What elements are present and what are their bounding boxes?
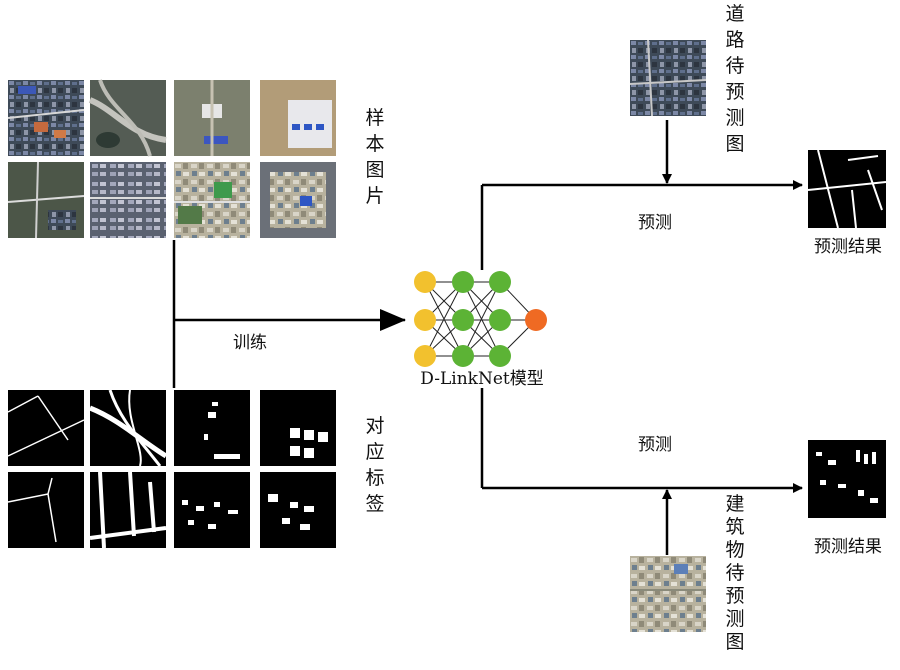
svg-text:建: 建 xyxy=(725,493,744,515)
building-test-image xyxy=(630,556,706,632)
svg-text:标: 标 xyxy=(365,467,384,489)
training-connector xyxy=(172,240,406,388)
svg-text:图: 图 xyxy=(725,133,744,155)
label-image xyxy=(260,472,336,548)
svg-text:预: 预 xyxy=(725,585,744,607)
label-images-label: 对 应 标 签 xyxy=(365,415,384,515)
sample-image xyxy=(260,162,336,238)
label-image xyxy=(174,390,250,466)
svg-text:图: 图 xyxy=(365,159,384,181)
train-label: 训练 xyxy=(233,333,267,353)
svg-text:本: 本 xyxy=(365,133,384,155)
network-node xyxy=(414,309,436,331)
svg-text:签: 签 xyxy=(365,493,384,515)
sample-image xyxy=(7,80,85,156)
network-node xyxy=(452,309,474,331)
building-test-label: 建 筑 物 待 预 测 图 xyxy=(725,493,744,653)
svg-text:样: 样 xyxy=(365,107,384,129)
building-result-image xyxy=(808,440,886,518)
model-label: D-LinkNet模型 xyxy=(420,369,543,389)
road-test-label: 道 路 待 预 测 图 xyxy=(725,3,744,155)
svg-text:待: 待 xyxy=(725,562,744,584)
road-result-image xyxy=(807,149,887,229)
network-edge xyxy=(462,281,501,357)
svg-text:路: 路 xyxy=(725,29,744,51)
label-image xyxy=(174,472,250,548)
label-image xyxy=(89,471,167,549)
network-edge xyxy=(424,281,464,357)
sample-image xyxy=(174,162,250,238)
svg-text:道: 道 xyxy=(725,3,744,25)
network-node xyxy=(452,345,474,367)
result-top-label: 预测结果 xyxy=(814,237,882,257)
sample-image xyxy=(88,79,167,157)
label-images-grid xyxy=(7,389,336,549)
svg-text:图: 图 xyxy=(725,631,744,653)
svg-text:测: 测 xyxy=(725,107,744,129)
prediction-connectors xyxy=(480,120,803,555)
network-node xyxy=(414,345,436,367)
label-image xyxy=(7,390,85,466)
sample-images-grid xyxy=(7,79,336,239)
network-node xyxy=(489,345,511,367)
sample-image xyxy=(260,80,336,156)
svg-text:物: 物 xyxy=(725,539,744,561)
svg-text:测: 测 xyxy=(725,608,744,630)
network-node xyxy=(489,309,511,331)
sample-image xyxy=(174,80,250,156)
label-image xyxy=(89,389,168,467)
predict-bottom-label: 预测 xyxy=(638,435,672,455)
sample-image xyxy=(7,161,85,239)
svg-text:待: 待 xyxy=(725,55,744,77)
svg-text:对: 对 xyxy=(365,415,384,437)
svg-text:预: 预 xyxy=(725,81,744,103)
svg-text:片: 片 xyxy=(365,185,384,207)
predict-top-label: 预测 xyxy=(638,213,672,233)
result-bottom-label: 预测结果 xyxy=(814,537,882,557)
svg-text:应: 应 xyxy=(365,441,384,463)
svg-text:筑: 筑 xyxy=(725,516,744,538)
road-test-image xyxy=(629,39,707,117)
sample-image xyxy=(90,162,166,238)
label-image xyxy=(260,390,336,466)
label-image xyxy=(7,472,84,548)
network-node xyxy=(414,271,436,293)
network-node xyxy=(452,271,474,293)
sample-images-label: 样 本 图 片 xyxy=(365,107,384,207)
d-linknet-network xyxy=(414,271,547,367)
network-node xyxy=(489,271,511,293)
network-node xyxy=(525,309,547,331)
